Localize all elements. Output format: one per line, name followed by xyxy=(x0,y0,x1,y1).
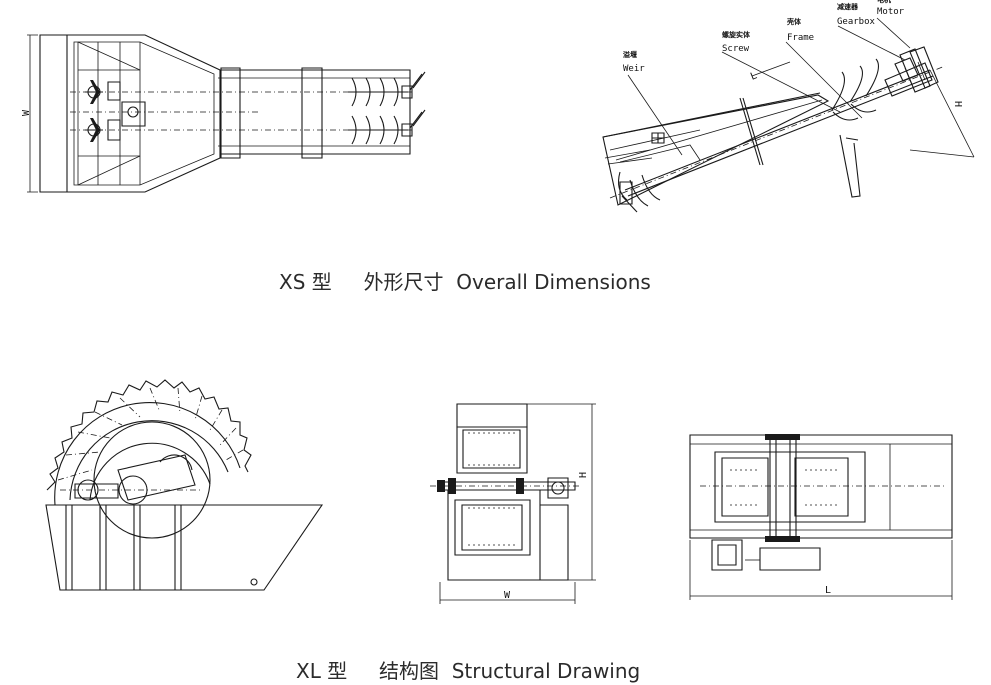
xl-top-dim-l: L xyxy=(825,585,831,596)
caption-xl-cn: 结构图 xyxy=(379,659,439,683)
caption-xs-en: Overall Dimensions xyxy=(456,270,651,294)
xs-side-screw xyxy=(619,59,879,206)
label-frame-cn: 壳体 xyxy=(786,17,802,26)
label-weir-en: Weir xyxy=(623,64,645,74)
label-weir-cn: 溢堰 xyxy=(623,50,637,59)
xs-side-view: 溢堰 Weir 螺旋实体 Screw 壳体 Frame 减速器 Gearbox … xyxy=(603,0,974,212)
caption-xl-en: Structural Drawing xyxy=(451,659,641,683)
label-gearbox-cn: 减速器 xyxy=(837,2,859,11)
xl-front-dim-w: W xyxy=(504,590,511,601)
xl-wheel-buckets xyxy=(47,380,251,490)
label-motor-cn: 电机 xyxy=(877,0,891,4)
xl-front-dim-h: H xyxy=(578,472,589,478)
label-screw-cn: 螺旋实体 xyxy=(722,30,751,39)
xs-top-dim-w: W xyxy=(21,109,32,116)
xs-side-dim-l: L xyxy=(749,70,759,82)
xs-top-view: W xyxy=(21,35,425,192)
label-frame-en: Frame xyxy=(787,33,814,43)
caption-xs-overall-dimensions: XS 型 外形尺寸 Overall Dimensions xyxy=(279,266,651,295)
xs-screw-spirals xyxy=(348,78,408,144)
label-gearbox-en: Gearbox xyxy=(837,17,876,27)
xl-top-view: L xyxy=(690,434,952,600)
caption-xl-structural-drawing: XL 型 结构图 Structural Drawing xyxy=(296,655,640,684)
caption-xs-model: XS 型 xyxy=(279,270,332,294)
caption-xs-cn: 外形尺寸 xyxy=(363,270,444,294)
xl-front-view: H W xyxy=(430,404,596,604)
label-screw-en: Screw xyxy=(722,44,750,54)
xs-side-dim-h: H xyxy=(952,101,963,107)
xl-wheel-view xyxy=(46,380,322,590)
caption-xl-model: XL 型 xyxy=(296,659,348,683)
label-motor-en: Motor xyxy=(877,7,905,17)
